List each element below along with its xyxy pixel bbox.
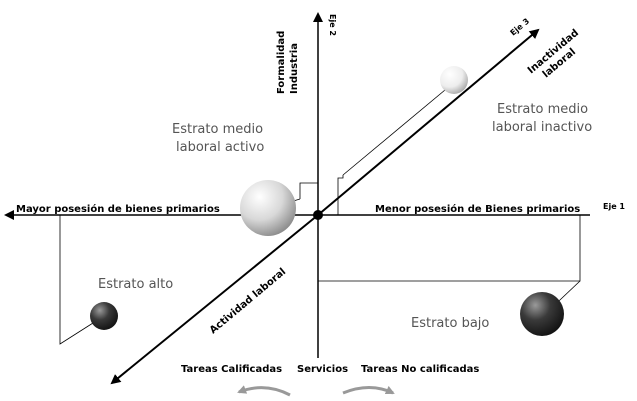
- estrato-medio-activo-2: laboral activo: [176, 140, 264, 155]
- sphere-medio-inactivo: [440, 66, 468, 94]
- estrato-medio-inactivo-1: Estrato medio: [497, 102, 588, 117]
- tareas-calificadas: Tareas Calificadas: [181, 364, 282, 375]
- left-axis-label: Mayor posesión de bienes primarios: [16, 203, 220, 215]
- sphere-medio-activo: [240, 180, 296, 236]
- right-axis-label: Menor posesión de Bienes primarios: [375, 203, 580, 215]
- diag-lower-label: Actividad laboral: [208, 266, 288, 336]
- origin-point: [313, 210, 323, 220]
- eje3-label: Eje 3: [509, 17, 532, 38]
- eje2-label: Eje 2: [328, 14, 337, 36]
- top-label-formalidad: Formalidad: [276, 31, 287, 94]
- tareas-no-calificadas: Tareas No calificadas: [361, 364, 479, 375]
- estrato-medio-inactivo-2: laboral inactivo: [492, 120, 592, 135]
- servicios: Servicios: [297, 364, 348, 375]
- sphere-bajo: [520, 292, 564, 336]
- estrato-alto: Estrato alto: [98, 277, 173, 292]
- estrato-bajo: Estrato bajo: [411, 316, 489, 331]
- sphere-alto: [90, 302, 118, 330]
- top-label-industria: Industria: [289, 43, 300, 94]
- eje1-label: Eje 1: [603, 202, 625, 211]
- curved-arrow-right: [342, 385, 395, 395]
- axis-diagonal: [317, 28, 540, 216]
- estrato-medio-activo-1: Estrato medio: [172, 122, 263, 137]
- curved-arrow-left: [237, 385, 291, 397]
- axis-diagonal-lower: [110, 214, 319, 385]
